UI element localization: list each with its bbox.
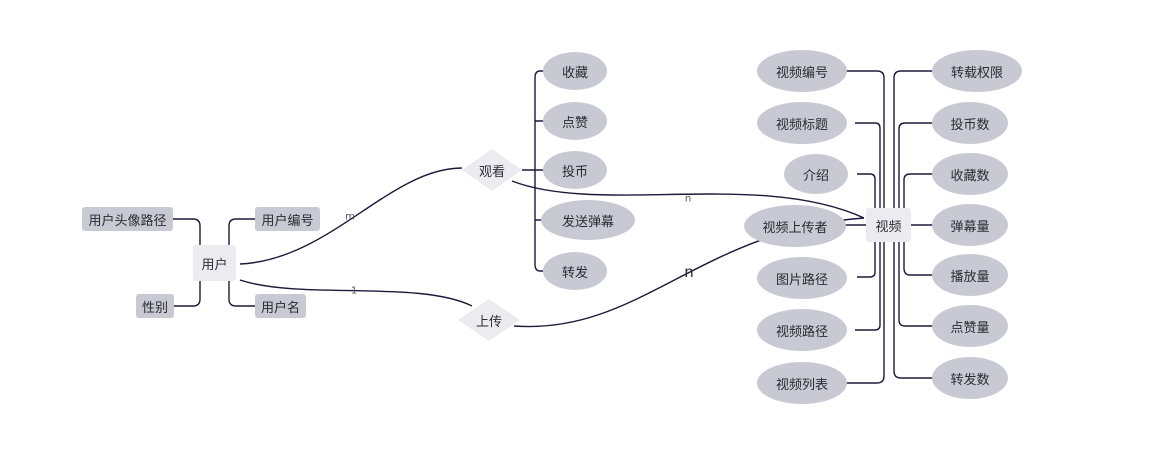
attr-forward-count[interactable]: 转发数 bbox=[932, 357, 1008, 399]
attr-video-id[interactable]: 视频编号 bbox=[757, 50, 847, 92]
attr-favorite-count[interactable]: 收藏数 bbox=[932, 153, 1008, 195]
attr-coin-count[interactable]: 投币数 bbox=[932, 102, 1008, 144]
action-coin[interactable]: 投币 bbox=[543, 151, 607, 189]
attr-danmaku-count[interactable]: 弹幕量 bbox=[932, 204, 1008, 246]
relationship-watch-label: 观看 bbox=[478, 164, 505, 180]
connector-avatar-path bbox=[172, 218, 201, 250]
attr-video-list[interactable]: 视频列表 bbox=[757, 362, 847, 404]
relationship-upload[interactable]: 上传 bbox=[457, 298, 521, 342]
attr-gender[interactable]: 性别 bbox=[136, 294, 174, 318]
connector-watch-actions bbox=[522, 70, 545, 272]
entity-user[interactable]: 用户 bbox=[193, 245, 236, 281]
attr-video-title[interactable]: 视频标题 bbox=[757, 102, 847, 144]
diamond-shape bbox=[462, 149, 522, 191]
attr-intro[interactable]: 介绍 bbox=[784, 154, 848, 194]
connector-user-id bbox=[228, 218, 255, 250]
relationship-upload-label: 上传 bbox=[475, 314, 502, 330]
diamond-shape bbox=[458, 299, 520, 341]
attr-play-count[interactable]: 播放量 bbox=[932, 254, 1008, 296]
attr-avatar-path[interactable]: 用户头像路径 bbox=[82, 207, 173, 231]
relationship-watch[interactable]: 观看 bbox=[461, 148, 523, 192]
cardinality-watch-video: n bbox=[684, 193, 692, 205]
connector-username bbox=[228, 276, 255, 307]
attr-video-path[interactable]: 视频路径 bbox=[757, 309, 847, 351]
entity-video[interactable]: 视频 bbox=[866, 208, 911, 242]
action-like[interactable]: 点赞 bbox=[543, 102, 607, 140]
connector-user-upload bbox=[239, 279, 473, 307]
connector-gender bbox=[172, 276, 201, 307]
action-forward[interactable]: 转发 bbox=[543, 252, 607, 290]
action-favorite[interactable]: 收藏 bbox=[543, 52, 607, 90]
attr-like-count[interactable]: 点赞量 bbox=[932, 305, 1008, 347]
attr-username[interactable]: 用户名 bbox=[255, 294, 306, 318]
cardinality-upload-video: n bbox=[684, 263, 694, 281]
attr-user-id[interactable]: 用户编号 bbox=[255, 207, 320, 231]
connector-watch-video bbox=[511, 180, 865, 219]
action-send-danmaku[interactable]: 发送弹幕 bbox=[541, 200, 635, 240]
connector-user-watch bbox=[239, 167, 463, 265]
cardinality-user-watch: m bbox=[345, 211, 355, 223]
attr-image-path[interactable]: 图片路径 bbox=[757, 257, 847, 299]
attr-video-uploader[interactable]: 视频上传者 bbox=[744, 205, 846, 247]
cardinality-user-upload: 1 bbox=[350, 285, 358, 297]
attr-repost-permission[interactable]: 转载权限 bbox=[932, 50, 1022, 92]
